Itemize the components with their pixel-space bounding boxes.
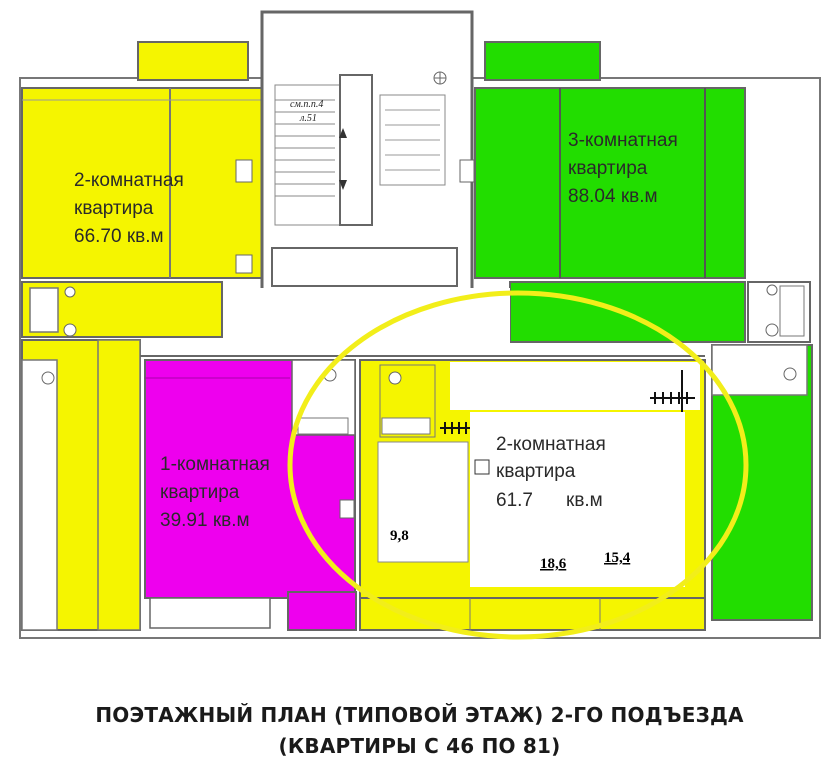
apartment-left-bottom-kind: квартира <box>160 482 240 503</box>
stair-note-line2: л.51 <box>299 113 317 124</box>
floor-plan: см.п.п.4 л.51 <box>19 10 821 640</box>
apartment-right-top-kind: квартира <box>568 158 648 179</box>
apartment-center-bottom[interactable] <box>359 359 706 631</box>
room-area-3: 15,4 <box>604 550 631 566</box>
apartment-center-bottom-area-number: 61.7 <box>496 490 533 511</box>
apartment-left-bottom-area: 39.91 кв.м <box>160 510 250 531</box>
apartment-center-bottom-kind: квартира <box>496 461 576 482</box>
apartment-left-top-kind: квартира <box>74 198 154 219</box>
highlight-ellipse <box>287 290 749 640</box>
plan-caption: ПОЭТАЖНЫЙ ПЛАН (ТИПОВОЙ ЭТАЖ) 2-ГО ПОДЪЕ… <box>0 700 839 762</box>
label-left-bottom: 1-комнатная квартира 39.91 кв.м <box>160 454 270 531</box>
stair-note-line1: см.п.п.4 <box>290 99 323 110</box>
room-area-2: 18,6 <box>540 556 567 572</box>
apartment-left-bottom[interactable] <box>144 359 357 631</box>
apartment-left-top[interactable] <box>21 41 263 338</box>
room-area-1: 9,8 <box>390 528 409 544</box>
apartment-center-bottom-area-unit: кв.м <box>566 490 603 511</box>
label-left-top: 2-комнатная квартира 66.70 кв.м <box>74 170 184 247</box>
apartment-left-top-type: 2-комнатная <box>74 170 184 191</box>
stairwell: см.п.п.4 л.51 <box>260 10 474 294</box>
caption-line2: (КВАРТИРЫ С 46 ПО 81) <box>278 734 561 758</box>
label-center-bottom: 2-комнатная квартира 61.7 кв.м <box>496 434 606 511</box>
apartment-left-bottom-type: 1-комнатная <box>160 454 270 475</box>
caption-line1: ПОЭТАЖНЫЙ ПЛАН (ТИПОВОЙ ЭТАЖ) 2-ГО ПОДЪЕ… <box>95 703 744 727</box>
apartment-right-top-area: 88.04 кв.м <box>568 186 658 207</box>
apartment-left-top-area: 66.70 кв.м <box>74 226 164 247</box>
apartment-right-top-lower <box>711 344 813 621</box>
apartment-right-top-type: 3-комнатная <box>568 130 678 151</box>
apartment-center-bottom-type: 2-комнатная <box>496 434 606 455</box>
apartment-left-top-lower <box>21 339 141 631</box>
label-right-top: 3-комнатная квартира 88.04 кв.м <box>568 130 678 207</box>
